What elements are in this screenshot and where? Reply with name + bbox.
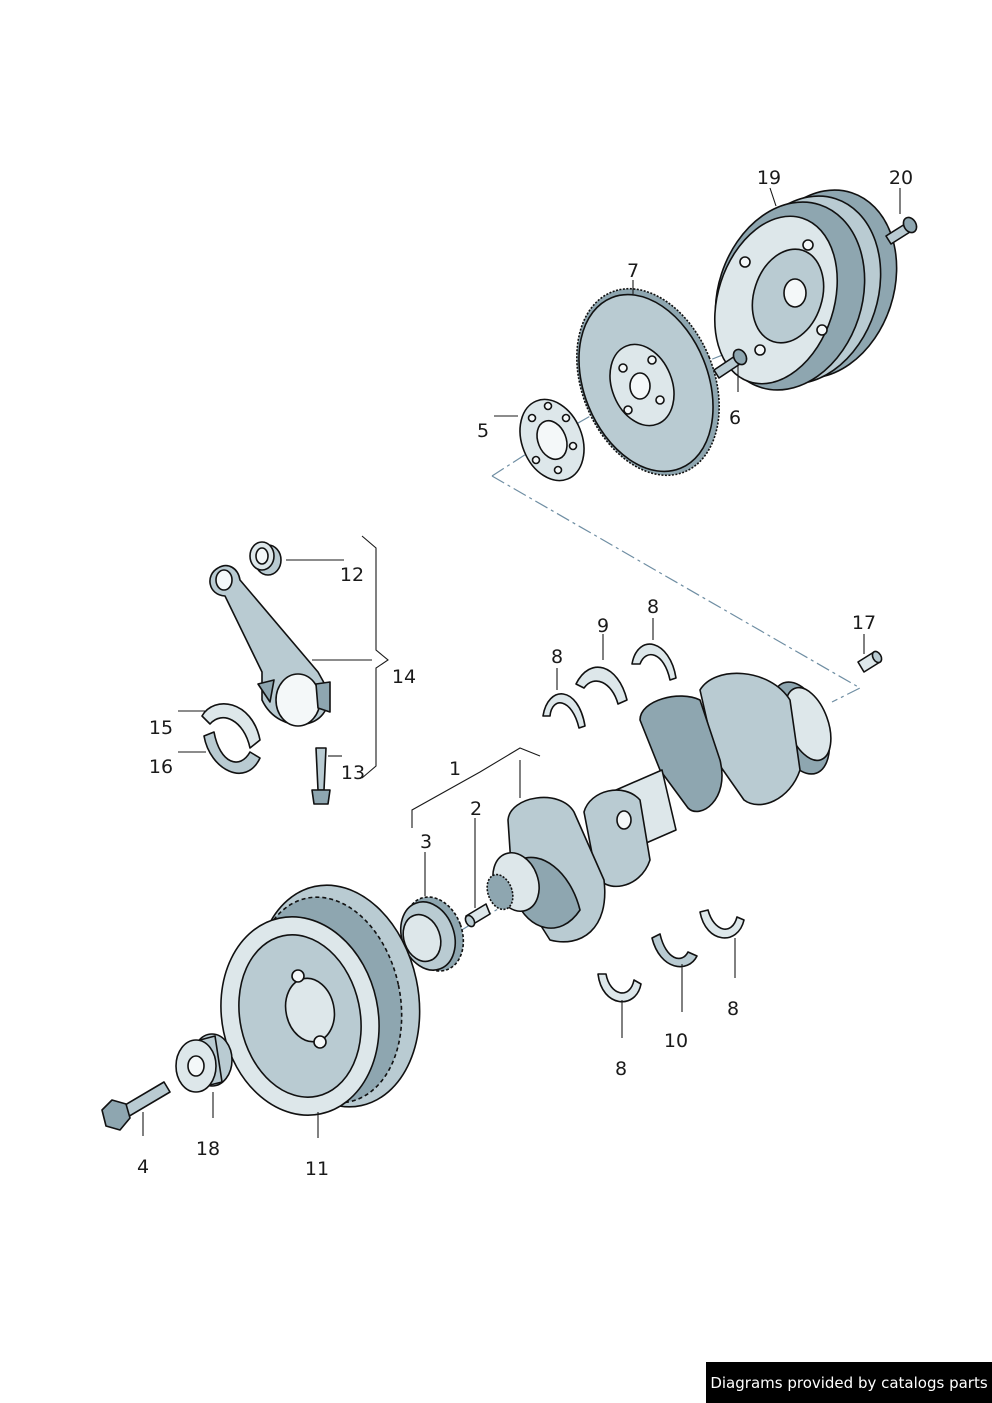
callout-8-upper-left: 8: [551, 646, 563, 668]
callout-14: 14: [392, 666, 416, 688]
small-end-bush[interactable]: [249, 541, 282, 576]
callout-17: 17: [852, 612, 876, 634]
callout-9: 9: [597, 615, 609, 637]
callout-12: 12: [340, 564, 364, 586]
ring-gear-bolt[interactable]: [713, 347, 749, 379]
callout-18: 18: [196, 1138, 220, 1160]
callout-16: 16: [149, 756, 173, 778]
callout-1: 1: [449, 758, 461, 780]
callout-19: 19: [757, 167, 781, 189]
thrust-washer-upper-right[interactable]: [631, 643, 677, 681]
thrust-washer-lower-right[interactable]: [699, 909, 745, 939]
connecting-rod[interactable]: [209, 564, 331, 727]
crankshaft[interactable]: [483, 672, 841, 943]
callout-10: 10: [664, 1030, 688, 1052]
callout-13: 13: [341, 762, 365, 784]
callout-11: 11: [305, 1158, 329, 1180]
callout-15: 15: [149, 717, 173, 739]
main-bearing-shell-upper[interactable]: [575, 666, 628, 705]
callout-20: 20: [889, 167, 913, 189]
woodruff-key[interactable]: [464, 903, 491, 928]
callout-5: 5: [477, 420, 489, 442]
dual-mass-flywheel[interactable]: [692, 170, 920, 409]
timing-sprocket[interactable]: [392, 889, 474, 980]
callout-4: 4: [137, 1156, 149, 1178]
callout-8-upper-right: 8: [647, 596, 659, 618]
flywheel-plate[interactable]: [508, 390, 595, 490]
thrust-washer-lower-left[interactable]: [597, 973, 642, 1003]
leader-lines: [142, 187, 901, 1138]
callout-labels: 19 20 7 5 6 12 14 15 16 13 8 9 8 17 1 2 …: [137, 167, 913, 1180]
pulley-bolt[interactable]: [101, 1081, 171, 1131]
conrod-bolt[interactable]: [311, 747, 331, 805]
callout-6: 6: [729, 407, 741, 429]
callout-8-lower-right: 8: [727, 998, 739, 1020]
conrod-bearing-shell-upper[interactable]: [201, 703, 261, 749]
callout-3: 3: [420, 831, 432, 853]
callout-2: 2: [470, 798, 482, 820]
dowel-pin-rear[interactable]: [857, 650, 883, 673]
flywheel-bolt[interactable]: [885, 215, 919, 245]
main-bearing-shell-lower[interactable]: [651, 933, 698, 968]
pulley-spacer[interactable]: [175, 1033, 233, 1093]
credit-banner: Diagrams provided by catalogs parts: [706, 1362, 992, 1403]
callout-8-lower-left: 8: [615, 1058, 627, 1080]
thrust-washer-upper-left[interactable]: [542, 693, 586, 729]
flywheel-ring-gear[interactable]: [550, 267, 745, 496]
conrod-bearing-shell-lower[interactable]: [203, 731, 261, 775]
vibration-damper-pulley[interactable]: [203, 870, 440, 1130]
credit-text: Diagrams provided by catalogs parts: [710, 1373, 988, 1392]
callout-7: 7: [627, 260, 639, 282]
